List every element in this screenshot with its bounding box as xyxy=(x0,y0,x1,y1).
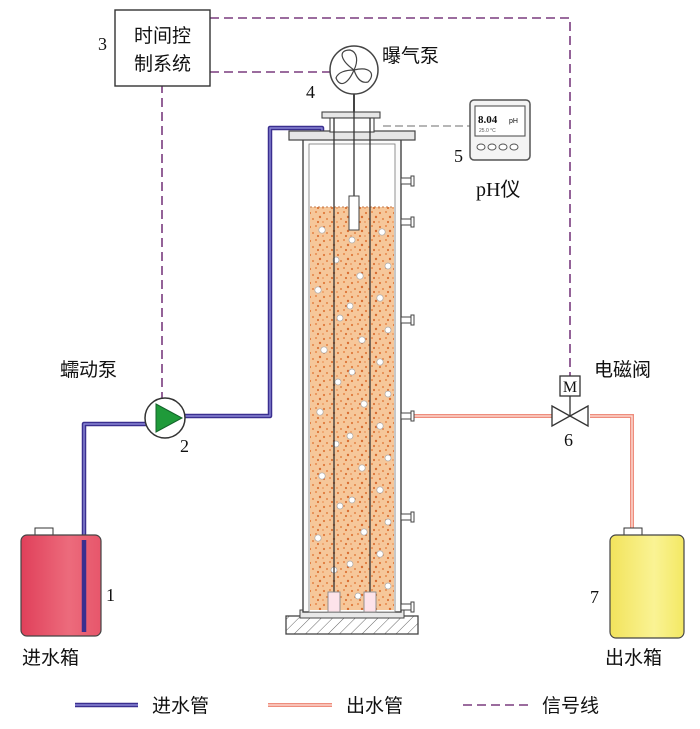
valve-left-icon xyxy=(551,404,572,428)
legend-item-outlet: 出水管 xyxy=(268,695,403,717)
air-pump-number: 4 xyxy=(306,82,315,102)
ph-display-value: 8.04 xyxy=(478,114,498,126)
valve-right-icon xyxy=(568,404,589,428)
timer-number: 3 xyxy=(98,34,107,54)
valve-symbol: M xyxy=(563,379,577,396)
ph-meter: 8.04 pH 25.0 °C 5 pH仪 xyxy=(454,99,531,201)
inlet-tank-label: 进水箱 xyxy=(22,647,79,669)
ph-display-sub: 25.0 °C xyxy=(479,128,496,134)
ph-display-unit: pH xyxy=(509,118,518,125)
legend-label-outlet: 出水管 xyxy=(346,695,403,717)
outlet-pipe xyxy=(404,414,634,530)
packing-media xyxy=(310,207,394,610)
air-bubbles xyxy=(314,226,392,600)
solenoid-valve-number: 6 xyxy=(564,430,573,450)
fan-icon xyxy=(335,49,373,85)
timer-label-line1: 时间控 xyxy=(134,25,191,47)
legend-item-signal: 信号线 xyxy=(463,695,599,717)
aeration-tubes xyxy=(333,112,371,592)
ph-buttons xyxy=(476,143,519,151)
sampling-ports xyxy=(400,175,415,613)
outlet-tank-number: 7 xyxy=(590,587,599,607)
outlet-tank: 7 出水箱 xyxy=(590,527,685,669)
ph-probe xyxy=(348,195,360,231)
peristaltic-pump-label: 蠕动泵 xyxy=(60,359,117,381)
inlet-pipe xyxy=(81,125,325,632)
legend-label-signal: 信号线 xyxy=(542,695,599,717)
inlet-tank-number: 1 xyxy=(106,585,115,605)
legend-item-inlet: 进水管 xyxy=(75,695,209,717)
legend: 进水管 出水管 信号线 xyxy=(75,695,599,717)
outlet-tank-label: 出水箱 xyxy=(605,647,662,669)
time-control-system: 时间控 制系统 3 xyxy=(98,9,211,87)
peristaltic-pump-number: 2 xyxy=(180,436,189,456)
ph-meter-label: pH仪 xyxy=(476,179,520,201)
solenoid-valve-label: 电磁阀 xyxy=(594,359,651,381)
peristaltic-pump: 蠕动泵 2 xyxy=(60,359,189,456)
reactor-base xyxy=(285,615,419,635)
diffuser-right xyxy=(363,591,377,613)
air-pump-label: 曝气泵 xyxy=(382,45,439,67)
reactor-column xyxy=(285,111,419,635)
solenoid-valve: M 电磁阀 6 xyxy=(551,359,651,450)
signal-line-timer-valve xyxy=(210,17,571,376)
signal-lines xyxy=(161,17,571,398)
ph-meter-number: 5 xyxy=(454,146,463,166)
diffuser-left xyxy=(327,591,341,613)
pump-triangle-icon xyxy=(155,403,184,433)
timer-label-line2: 制系统 xyxy=(134,53,191,75)
inlet-tank: 1 进水箱 xyxy=(20,527,115,669)
legend-label-inlet: 进水管 xyxy=(152,695,209,717)
air-pump: 曝气泵 4 xyxy=(306,45,439,112)
